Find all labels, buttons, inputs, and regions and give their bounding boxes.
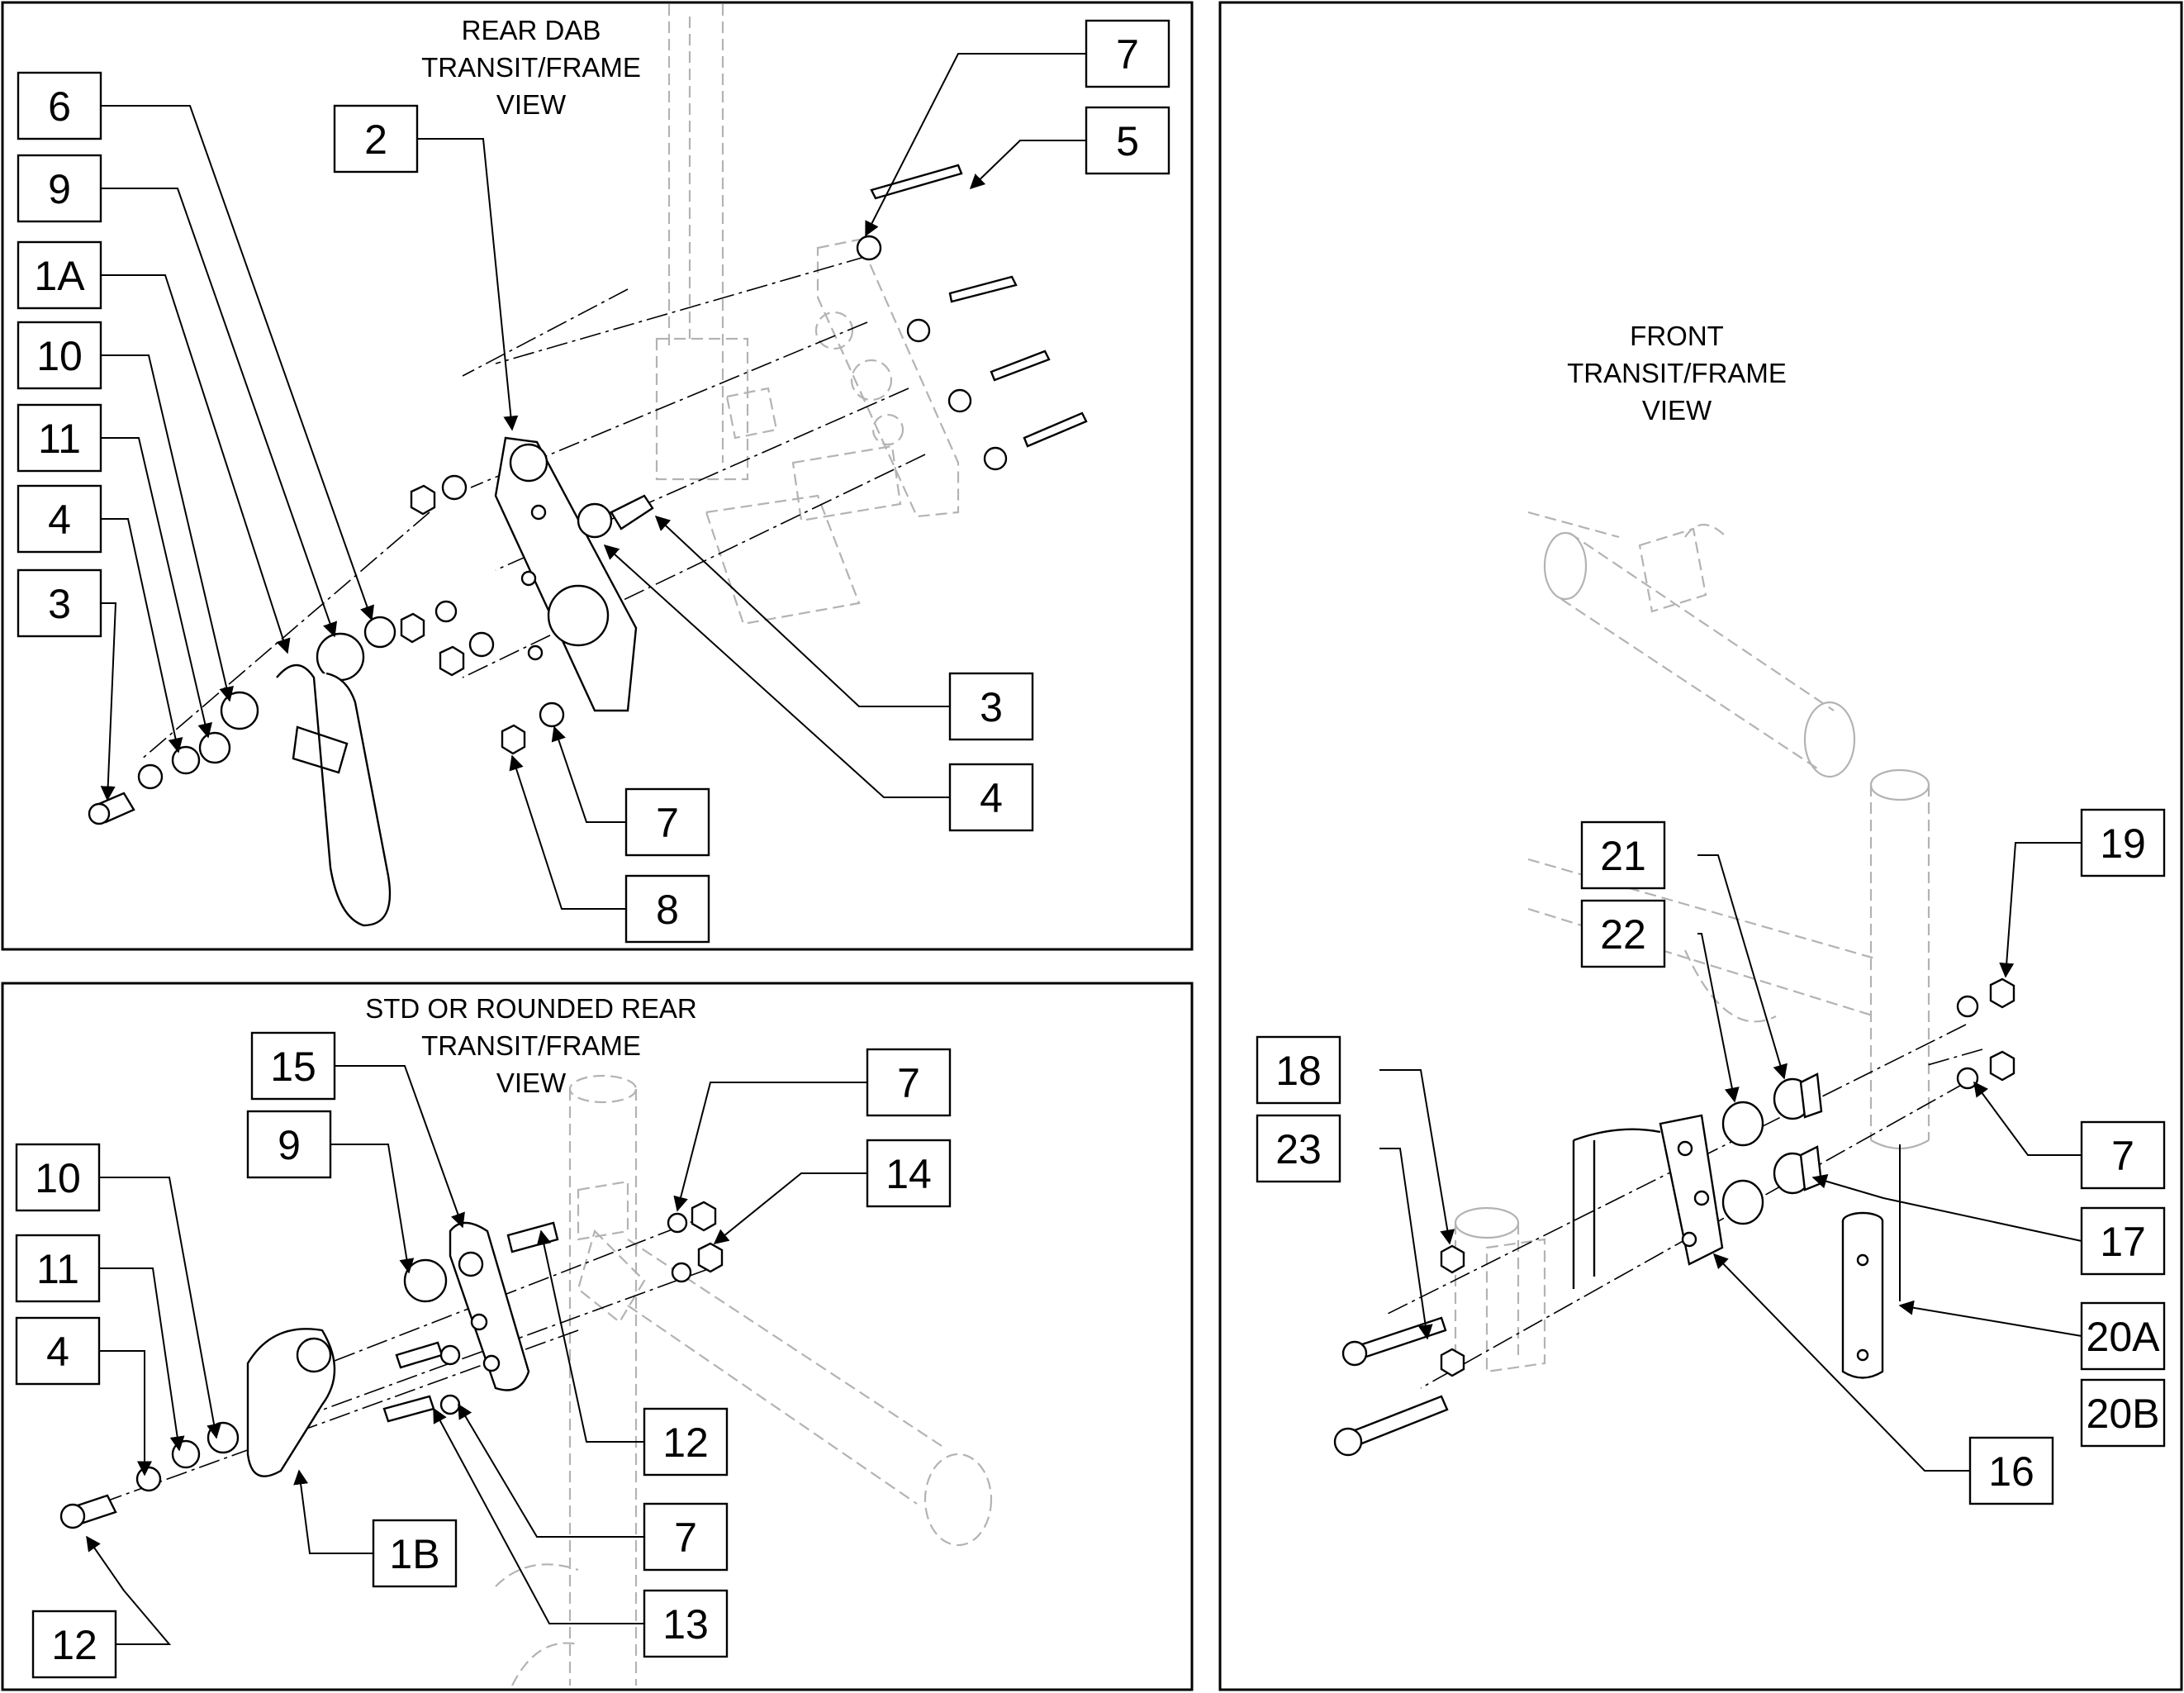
svg-text:15: 15 bbox=[270, 1044, 316, 1090]
svg-text:4: 4 bbox=[46, 1329, 69, 1375]
svg-text:9: 9 bbox=[48, 166, 71, 212]
svg-text:5: 5 bbox=[1116, 118, 1139, 164]
callout-box: 9 bbox=[246, 1110, 332, 1179]
callout-box: 8 bbox=[624, 874, 710, 944]
rear-dab-frame-ghost bbox=[655, 4, 960, 625]
rear-dab-title-line-1: REAR DAB bbox=[462, 15, 601, 45]
svg-text:10: 10 bbox=[35, 1155, 81, 1201]
svg-text:7: 7 bbox=[674, 1515, 697, 1561]
svg-text:20B: 20B bbox=[2087, 1391, 2160, 1437]
rear-dab-handle bbox=[88, 616, 396, 927]
front-title-line-2: TRANSIT/FRAME bbox=[1567, 358, 1787, 388]
front-leaders bbox=[1379, 842, 2082, 1472]
svg-text:1B: 1B bbox=[389, 1531, 439, 1577]
svg-text:9: 9 bbox=[278, 1122, 301, 1168]
rear-dab-hardware bbox=[400, 164, 1088, 755]
callout-box: 9 bbox=[17, 154, 102, 223]
callout-box: 3 bbox=[948, 672, 1034, 741]
svg-text:22: 22 bbox=[1600, 911, 1646, 958]
rear-dab-leaders bbox=[100, 53, 1086, 910]
svg-text:19: 19 bbox=[2100, 820, 2146, 867]
std-rounded-title-line-2: TRANSIT/FRAME bbox=[421, 1030, 641, 1061]
svg-text:23: 23 bbox=[1275, 1126, 1322, 1172]
callout-box: 1A bbox=[17, 240, 102, 310]
rear-dab-title-line-2: TRANSIT/FRAME bbox=[421, 52, 641, 83]
svg-text:10: 10 bbox=[36, 333, 83, 379]
callout-box: 4 bbox=[15, 1316, 101, 1386]
callout-box: 7 bbox=[624, 787, 710, 857]
svg-text:4: 4 bbox=[980, 775, 1003, 821]
callout-box: 3 bbox=[17, 568, 102, 638]
svg-text:7: 7 bbox=[656, 800, 679, 846]
callout-box: 7 bbox=[643, 1502, 729, 1572]
svg-text:3: 3 bbox=[980, 684, 1003, 730]
callout-box: 6 bbox=[17, 71, 102, 140]
svg-text:3: 3 bbox=[48, 581, 71, 627]
callout-box: 17 bbox=[2080, 1206, 2166, 1276]
std-rounded-title-line-3: VIEW bbox=[496, 1068, 567, 1098]
front-panel: FRONT TRANSIT/FRAME VIEW bbox=[1218, 1, 2183, 1691]
callout-box: 4 bbox=[17, 484, 102, 554]
front-title-line-1: FRONT bbox=[1630, 321, 1724, 351]
callout-box: 16 bbox=[1968, 1436, 2054, 1505]
callout-box: 7 bbox=[866, 1048, 952, 1117]
callout-box: 10 bbox=[15, 1143, 101, 1212]
svg-text:21: 21 bbox=[1600, 833, 1646, 879]
svg-text:1A: 1A bbox=[34, 253, 85, 299]
svg-text:2: 2 bbox=[364, 117, 387, 163]
callout-box: 23 bbox=[1256, 1114, 1341, 1183]
callout-box: 11 bbox=[15, 1234, 101, 1303]
svg-text:6: 6 bbox=[48, 83, 71, 130]
front-hardware bbox=[1333, 977, 2015, 1457]
callout-box: 14 bbox=[866, 1139, 952, 1208]
callout-box: 7 bbox=[1085, 19, 1170, 88]
callout-box: 18 bbox=[1256, 1035, 1341, 1105]
svg-text:4: 4 bbox=[48, 497, 71, 543]
std-rounded-callouts: 15 7 9 14 10 11 4 12 7 1B 13 12 bbox=[15, 1031, 952, 1679]
svg-text:13: 13 bbox=[662, 1601, 709, 1648]
callout-box: 4 bbox=[948, 763, 1034, 832]
svg-text:12: 12 bbox=[662, 1420, 709, 1466]
svg-text:14: 14 bbox=[885, 1151, 932, 1197]
callout-box: 21 bbox=[1580, 820, 1666, 890]
std-rounded-panel: STD OR ROUNDED REAR TRANSIT/FRAME VIEW bbox=[1, 982, 1194, 1691]
callout-box: 13 bbox=[643, 1589, 729, 1658]
callout-box: 12 bbox=[643, 1407, 729, 1477]
svg-text:18: 18 bbox=[1275, 1048, 1322, 1094]
rear-dab-panel: REAR DAB TRANSIT/FRAME VIEW bbox=[1, 1, 1194, 951]
callout-box: 5 bbox=[1085, 106, 1170, 175]
svg-text:11: 11 bbox=[36, 1246, 79, 1292]
svg-text:7: 7 bbox=[2111, 1133, 2134, 1179]
std-rounded-title-line-1: STD OR ROUNDED REAR bbox=[365, 993, 697, 1024]
svg-text:8: 8 bbox=[656, 887, 679, 933]
svg-text:20A: 20A bbox=[2087, 1314, 2161, 1360]
svg-text:17: 17 bbox=[2100, 1219, 2146, 1265]
callout-box: 22 bbox=[1580, 899, 1666, 968]
callout-box: 15 bbox=[250, 1031, 336, 1101]
std-rounded-leaders bbox=[86, 1065, 867, 1645]
svg-text:11: 11 bbox=[38, 416, 81, 462]
svg-text:7: 7 bbox=[897, 1060, 920, 1106]
callout-box: 20B bbox=[2080, 1378, 2166, 1448]
callout-box: 20A bbox=[2080, 1301, 2166, 1371]
rear-dab-title-line-3: VIEW bbox=[496, 89, 567, 120]
svg-text:7: 7 bbox=[1116, 31, 1139, 78]
callout-box: 11 bbox=[17, 403, 102, 473]
callout-box: 10 bbox=[17, 321, 102, 390]
svg-text:16: 16 bbox=[1988, 1448, 2034, 1495]
callout-box: 19 bbox=[2080, 808, 2166, 877]
callout-box: 2 bbox=[333, 104, 419, 174]
rear-dab-callouts: 7 5 6 2 9 1A 10 11 4 3 3 4 7 8 bbox=[17, 19, 1170, 944]
callout-box: 7 bbox=[2080, 1120, 2166, 1190]
svg-text:12: 12 bbox=[51, 1622, 97, 1668]
front-callouts: 19 21 22 18 7 23 17 20A 20B 16 bbox=[1256, 808, 2166, 1505]
callout-box: 12 bbox=[31, 1610, 117, 1679]
front-title-line-3: VIEW bbox=[1642, 395, 1712, 426]
callout-box: 1B bbox=[372, 1519, 458, 1588]
